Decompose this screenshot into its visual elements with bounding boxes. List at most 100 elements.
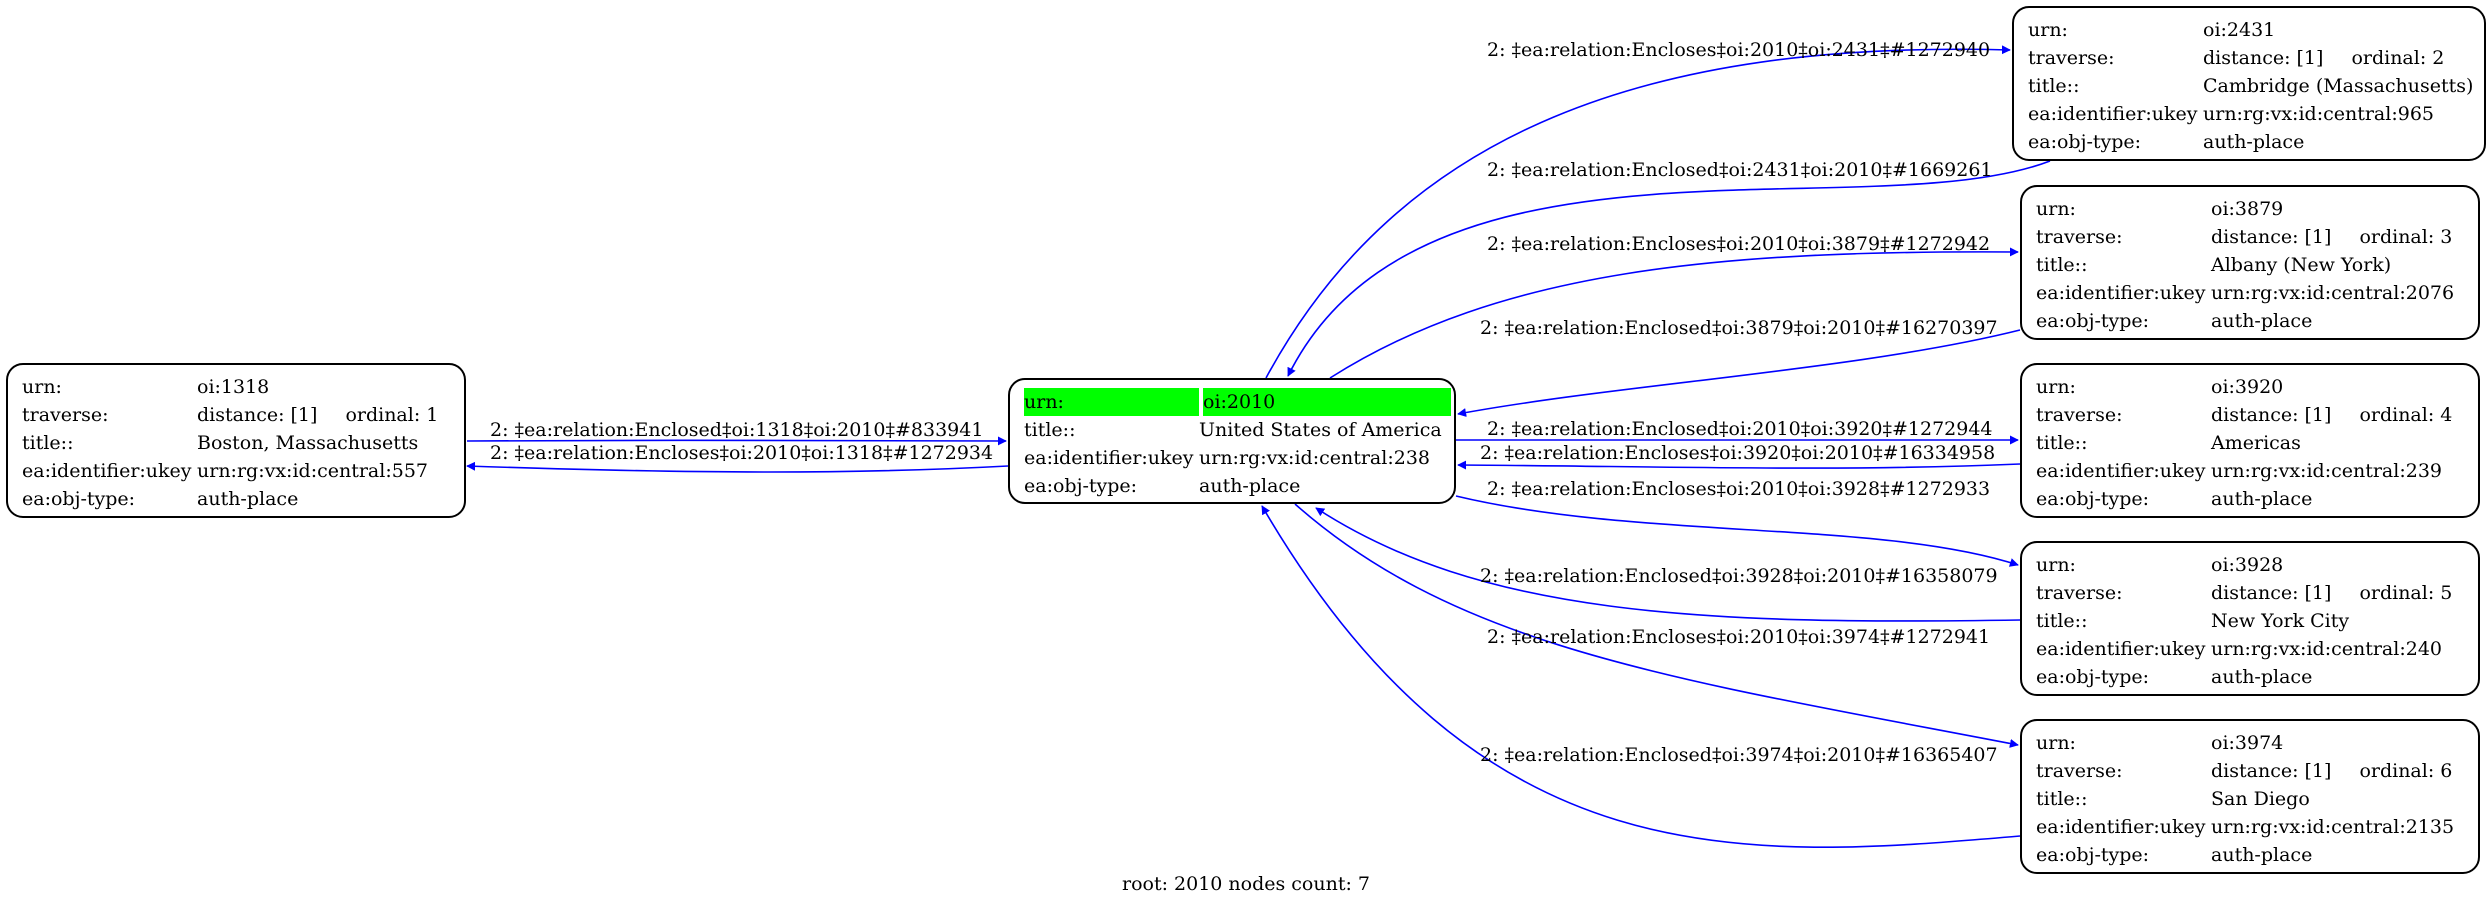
traverse-label: traverse: <box>2028 47 2115 69</box>
objtype-label: ea:obj-type: <box>2028 131 2142 153</box>
node-oi-2010-root[interactable]: urn:oi:2010 title::United States of Amer… <box>1008 378 1456 504</box>
ukey-label: ea:identifier:ukey <box>1024 447 1194 469</box>
urn-value: oi:3928 <box>2211 554 2284 576</box>
edge-oi-2010-to-oi-2431[interactable] <box>1265 45 2011 379</box>
ukey-label: ea:identifier:ukey <box>2036 816 2206 838</box>
ukey-label: ea:identifier:ukey <box>2036 460 2206 482</box>
objtype-value: auth-place <box>2203 131 2305 153</box>
title-value: Americas <box>2211 432 2301 454</box>
ordinal-value: ordinal: 6 <box>2359 760 2453 782</box>
objtype-label: ea:obj-type: <box>22 488 136 510</box>
node-oi-3974[interactable]: urn: oi:3974 traverse: distance: [1] ordina… <box>2020 719 2480 874</box>
ordinal-value: ordinal: 5 <box>2359 582 2453 604</box>
title-label: title:: <box>2036 610 2088 632</box>
title-value: New York City <box>2211 610 2350 632</box>
urn-value: oi:2010 <box>1203 388 1451 416</box>
distance-value: distance: [1] <box>2203 47 2324 69</box>
title-label: title:: <box>2036 788 2088 810</box>
edge-label: 2: ‡ea:relation:Encloses‡oi:2010‡oi:3879… <box>1487 233 1990 255</box>
title-label: title:: <box>22 432 74 454</box>
ukey-value: urn:rg:vx:id:central:238 <box>1199 447 1431 469</box>
edge-label: 2: ‡ea:relation:Encloses‡oi:2010‡oi:3974… <box>1487 626 1990 648</box>
title-label: title:: <box>2036 254 2088 276</box>
ukey-value: urn:rg:vx:id:central:965 <box>2203 103 2435 125</box>
objtype-value: auth-place <box>2211 488 2313 510</box>
edge-oi-3974-to-oi-2010[interactable] <box>1261 505 2021 848</box>
ukey-value: urn:rg:vx:id:central:239 <box>2211 460 2443 482</box>
title-label: title:: <box>2028 75 2080 97</box>
objtype-value: auth-place <box>1199 475 1301 497</box>
node-oi-3920[interactable]: urn: oi:3920 traverse: distance: [1] ordina… <box>2020 363 2480 518</box>
urn-value: oi:3920 <box>2211 376 2284 398</box>
urn-label: urn: <box>2036 198 2076 220</box>
ukey-label: ea:identifier:ukey <box>22 460 192 482</box>
title-value: Cambridge (Massachusetts) <box>2203 75 2474 97</box>
title-label: title:: <box>1024 419 1076 441</box>
objtype-label: ea:obj-type: <box>2036 844 2150 866</box>
edge-label: 2: ‡ea:relation:Encloses‡oi:2010‡oi:1318… <box>490 442 993 464</box>
traverse-label: traverse: <box>2036 760 2123 782</box>
objtype-label: ea:obj-type: <box>2036 666 2150 688</box>
edge-oi-3928-to-oi-2010[interactable] <box>1315 507 2021 622</box>
edge-label: 2: ‡ea:relation:Enclosed‡oi:2010‡oi:3920… <box>1487 418 1993 440</box>
node-oi-3879[interactable]: urn:oi:3879 traverse:distance: [1]ordina… <box>2020 185 2480 340</box>
edge-label: 2: ‡ea:relation:Enclosed‡oi:3879‡oi:2010… <box>1480 317 1998 339</box>
node-oi-2431[interactable]: urn: oi:2431 traverse: distance: [1] ordina… <box>2012 6 2486 161</box>
edge-oi-3920-to-oi-2010[interactable] <box>1457 460 2021 470</box>
urn-label: urn: <box>1024 388 1199 416</box>
distance-value: distance: [1] <box>2211 760 2332 782</box>
distance-value: distance: [1] <box>2211 226 2332 248</box>
edge-label: 2: ‡ea:relation:Encloses‡oi:2010‡oi:3928… <box>1487 478 1990 500</box>
title-value: San Diego <box>2211 788 2310 810</box>
edge-label: 2: ‡ea:relation:Enclosed‡oi:3928‡oi:2010… <box>1480 565 1998 587</box>
objtype-label: ea:obj-type: <box>1024 475 1138 497</box>
edge-oi-2010-to-oi-3879[interactable] <box>1329 247 2019 379</box>
edge-label: 2: ‡ea:relation:Enclosed‡oi:3974‡oi:2010… <box>1480 744 1998 766</box>
urn-label: urn: <box>22 376 62 398</box>
urn-label: urn: <box>2036 554 2076 576</box>
objtype-value: auth-place <box>2211 666 2313 688</box>
edge-label: 2: ‡ea:relation:Encloses‡oi:2010‡oi:2431… <box>1487 39 1990 61</box>
urn-label: urn: <box>2028 19 2068 41</box>
urn-label: urn: <box>2036 732 2076 754</box>
edge-label: 2: ‡ea:relation:Enclosed‡oi:1318‡oi:2010… <box>490 419 983 441</box>
urn-value: oi:3879 <box>2211 198 2284 220</box>
ordinal-value: ordinal: 1 <box>345 404 439 426</box>
distance-value: distance: [1] <box>2211 582 2332 604</box>
edge-oi-2010-to-oi-3974[interactable] <box>1294 503 2019 748</box>
title-value: Boston, Massachusetts <box>197 432 419 454</box>
traverse-label: traverse: <box>2036 582 2123 604</box>
edge-oi-2431-to-oi-2010[interactable] <box>1287 160 2051 377</box>
node-oi-1318[interactable]: urn:oi:1318 traverse:distance: [1]ordina… <box>6 363 466 518</box>
ukey-value: urn:rg:vx:id:central:2076 <box>2211 282 2455 304</box>
objtype-value: auth-place <box>197 488 299 510</box>
ukey-value: urn:rg:vx:id:central:557 <box>197 460 429 482</box>
edge-label: 2: ‡ea:relation:Enclosed‡oi:2431‡oi:2010… <box>1487 159 1993 181</box>
ukey-label: ea:identifier:ukey <box>2036 638 2206 660</box>
traverse-label: traverse: <box>2036 226 2123 248</box>
ukey-value: urn:rg:vx:id:central:2135 <box>2211 816 2455 838</box>
ordinal-value: ordinal: 4 <box>2359 404 2453 426</box>
traverse-label: traverse: <box>2036 404 2123 426</box>
ukey-label: ea:identifier:ukey <box>2028 103 2198 125</box>
edge-oi-3879-to-oi-2010[interactable] <box>1457 329 2021 417</box>
traverse-label: traverse: <box>22 404 109 426</box>
edge-oi-2010-to-oi-3928[interactable] <box>1455 495 2019 567</box>
edge-label: 2: ‡ea:relation:Encloses‡oi:3920‡oi:2010… <box>1480 442 1995 464</box>
node-oi-3928[interactable]: urn: oi:3928 traverse: distance: [1] ordina… <box>2020 541 2480 696</box>
distance-value: distance: [1] <box>2211 404 2332 426</box>
objtype-value: auth-place <box>2211 844 2313 866</box>
objtype-label: ea:obj-type: <box>2036 488 2150 510</box>
objtype-value: auth-place <box>2211 310 2313 332</box>
urn-value: oi:1318 <box>197 376 270 398</box>
urn-value: oi:2431 <box>2203 19 2276 41</box>
urn-value: oi:3974 <box>2211 732 2284 754</box>
graph-caption: root: 2010 nodes count: 7 <box>1121 873 1371 895</box>
title-value: Albany (New York) <box>2211 254 2392 276</box>
edge-oi-1318-to-oi-2010[interactable] <box>466 436 1007 446</box>
edge-oi-2010-to-oi-1318[interactable] <box>466 461 1009 473</box>
ordinal-value: ordinal: 2 <box>2351 47 2445 69</box>
urn-label: urn: <box>2036 376 2076 398</box>
ukey-label: ea:identifier:ukey <box>2036 282 2206 304</box>
